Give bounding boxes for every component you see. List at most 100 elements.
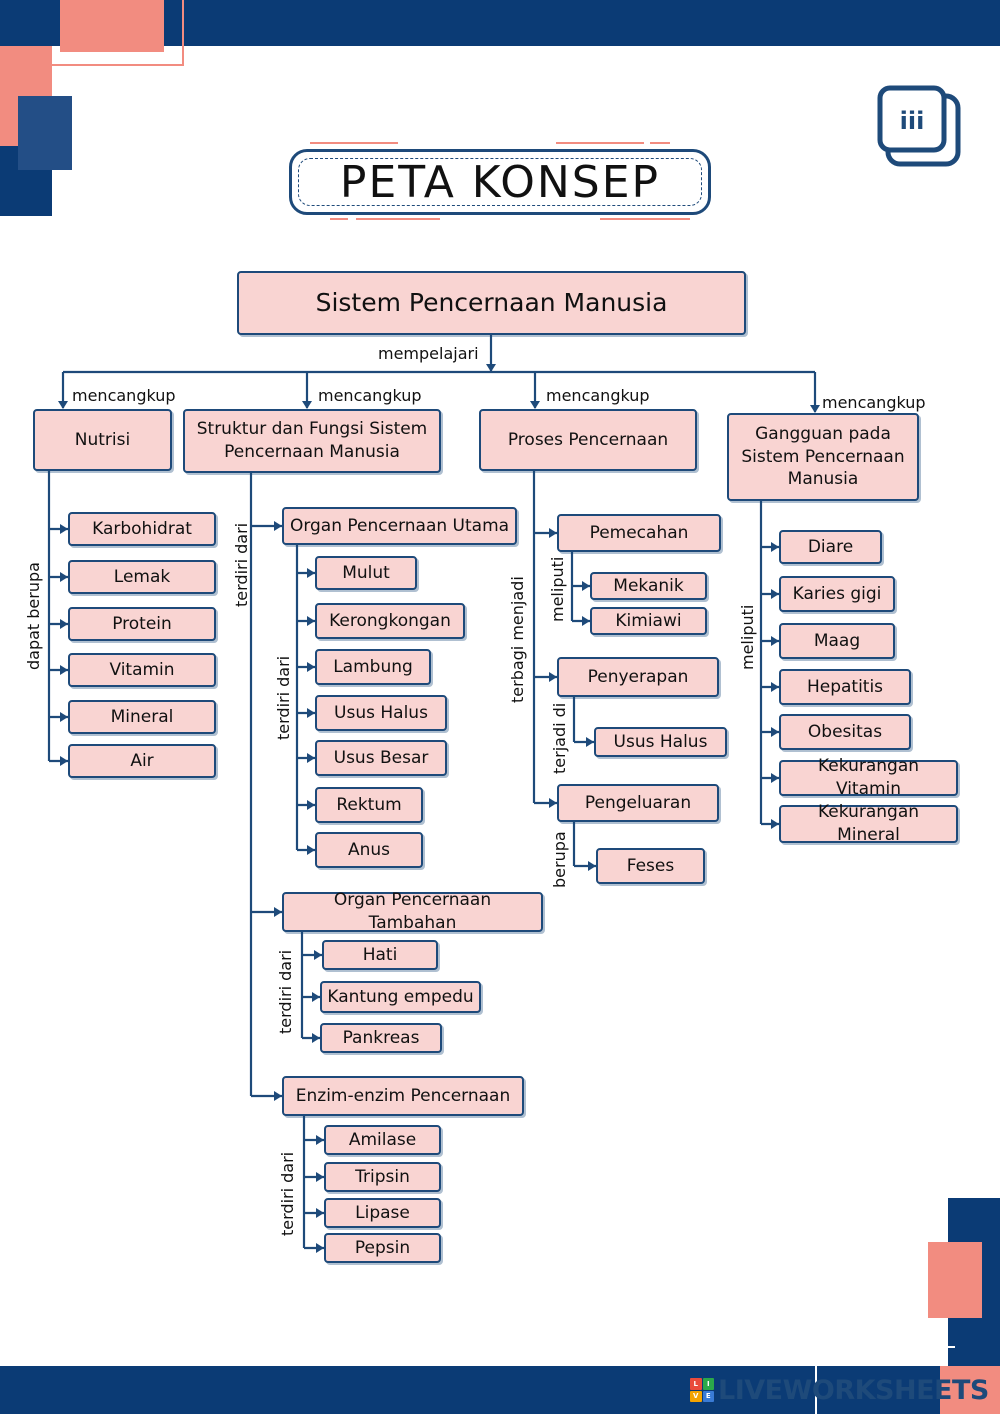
relation-terdiri-dari-utama: terdiri dari	[274, 655, 293, 740]
arrow-head-down	[530, 401, 540, 409]
arrow-head-right	[316, 1243, 324, 1253]
corner-block-salmon-top	[60, 0, 164, 52]
nutrisi-protein: Protein	[68, 607, 216, 641]
organ-kantung-empedu: Kantung empedu	[320, 981, 481, 1013]
enzim-pepsin: Pepsin	[324, 1233, 441, 1263]
organ-usus-halus: Usus Halus	[315, 695, 447, 731]
gangguan-obesitas: Obesitas	[779, 714, 911, 750]
bottom-corner-frame	[815, 1346, 955, 1414]
arrow-head-right	[274, 907, 282, 917]
arrow-head-right	[771, 589, 779, 599]
group-penyerapan: Penyerapan	[557, 657, 719, 697]
arrow-head-right	[60, 665, 68, 675]
branch-gangguan: Gangguan pada Sistem Pencernaan Manusia	[727, 413, 919, 501]
arrow-head-right	[316, 1208, 324, 1218]
page-title-frame: PETA KONSEP	[289, 149, 711, 215]
arrow-head-right	[316, 1135, 324, 1145]
arrow-head-right	[314, 950, 322, 960]
arrow-head-down	[810, 405, 820, 413]
bottom-corner-salmon	[928, 1242, 982, 1318]
relation-terbagi-menjadi: terbagi menjadi	[508, 576, 527, 703]
group-enzim: Enzim-enzim Pencernaan	[282, 1076, 524, 1116]
organ-hati: Hati	[322, 940, 438, 970]
relation-berupa: berupa	[550, 831, 569, 888]
nutrisi-lemak: Lemak	[68, 560, 216, 594]
branch-nutrisi: Nutrisi	[33, 409, 172, 471]
arrow-head-right	[316, 1172, 324, 1182]
group-pemecahan: Pemecahan	[557, 514, 721, 552]
relation-meliputi-pemecahan: meliputi	[548, 556, 567, 622]
organ-kerongkongan: Kerongkongan	[315, 603, 465, 639]
arrow-head-down	[302, 401, 312, 409]
page-title: PETA KONSEP	[298, 157, 702, 208]
arrow-head-right	[274, 521, 282, 531]
enzim-amilase: Amilase	[324, 1125, 441, 1155]
arrow-head-right	[307, 753, 315, 763]
relation-mencangkup-2: mencangkup	[318, 386, 422, 405]
relation-mencangkup-1: mencangkup	[72, 386, 176, 405]
arrow-head-right	[549, 798, 557, 808]
penyerapan-usus-halus: Usus Halus	[594, 727, 727, 757]
relation-terdiri-dari-main: terdiri dari	[232, 522, 251, 607]
document-stack-icon: iii	[877, 85, 961, 167]
arrow-head-right	[771, 773, 779, 783]
bottom-banner	[0, 1366, 1000, 1414]
arrow-head-right	[307, 616, 315, 626]
arrow-head-right	[60, 619, 68, 629]
arrow-head-down	[58, 401, 68, 409]
nutrisi-vitamin: Vitamin	[68, 653, 216, 687]
gangguan-diare: Diare	[779, 530, 882, 564]
pemecahan-kimiawi: Kimiawi	[590, 607, 707, 635]
corner-frame	[52, 0, 184, 66]
nutrisi-air: Air	[68, 744, 216, 778]
group-organ-utama: Organ Pencernaan Utama	[282, 507, 517, 545]
group-pengeluaran: Pengeluaran	[557, 784, 719, 822]
arrow-head-right	[60, 572, 68, 582]
arrow-head-right	[312, 992, 320, 1002]
branch-proses: Proses Pencernaan	[479, 409, 697, 471]
relation-mencangkup-3: mencangkup	[546, 386, 650, 405]
arrow-head-right	[307, 800, 315, 810]
arrow-head-right	[307, 568, 315, 578]
relation-meliputi-gangguan: meliputi	[738, 604, 757, 670]
arrow-head-down	[486, 364, 496, 372]
arrow-head-right	[307, 708, 315, 718]
relation-terdiri-dari-tambahan: terdiri dari	[276, 949, 295, 1034]
arrow-head-right	[60, 524, 68, 534]
branch-struktur: Struktur dan Fungsi Sistem Pencernaan Ma…	[183, 409, 441, 473]
relation-mempelajari: mempelajari	[378, 344, 479, 363]
arrow-head-right	[771, 636, 779, 646]
arrow-head-right	[307, 845, 315, 855]
arrow-head-right	[771, 682, 779, 692]
organ-pankreas: Pankreas	[320, 1023, 442, 1053]
arrow-head-right	[771, 727, 779, 737]
arrow-head-right	[274, 1091, 282, 1101]
gangguan-karies-gigi: Karies gigi	[779, 576, 895, 612]
organ-anus: Anus	[315, 832, 423, 868]
arrow-head-right	[549, 672, 557, 682]
arrow-head-right	[60, 756, 68, 766]
root-node: Sistem Pencernaan Manusia	[237, 271, 746, 335]
pengeluaran-feses: Feses	[596, 848, 705, 884]
badge-text: iii	[900, 107, 925, 135]
organ-usus-besar: Usus Besar	[315, 740, 447, 776]
pemecahan-mekanik: Mekanik	[590, 572, 707, 600]
relation-terjadi-di: terjadi di	[550, 702, 569, 774]
bottom-corner-salmon-2	[940, 1366, 1000, 1414]
arrow-head-right	[588, 861, 596, 871]
corner-block-mid	[18, 96, 72, 170]
logo-text: LIVEWORKSHEETS	[718, 1374, 989, 1406]
title-accent-lines	[310, 142, 690, 220]
gangguan-maag: Maag	[779, 623, 895, 659]
gangguan-kekurangan-mineral: Kekurangan Mineral	[779, 802, 958, 845]
gangguan-kekurangan-vitamin: Kekurangan Vitamin	[779, 756, 958, 799]
arrow-head-right	[549, 528, 557, 538]
arrow-head-right	[771, 819, 779, 829]
arrow-head-right	[60, 712, 68, 722]
arrow-head-right	[307, 662, 315, 672]
arrow-head-right	[771, 542, 779, 552]
enzim-tripsin: Tripsin	[324, 1162, 441, 1192]
arrow-head-right	[582, 581, 590, 591]
